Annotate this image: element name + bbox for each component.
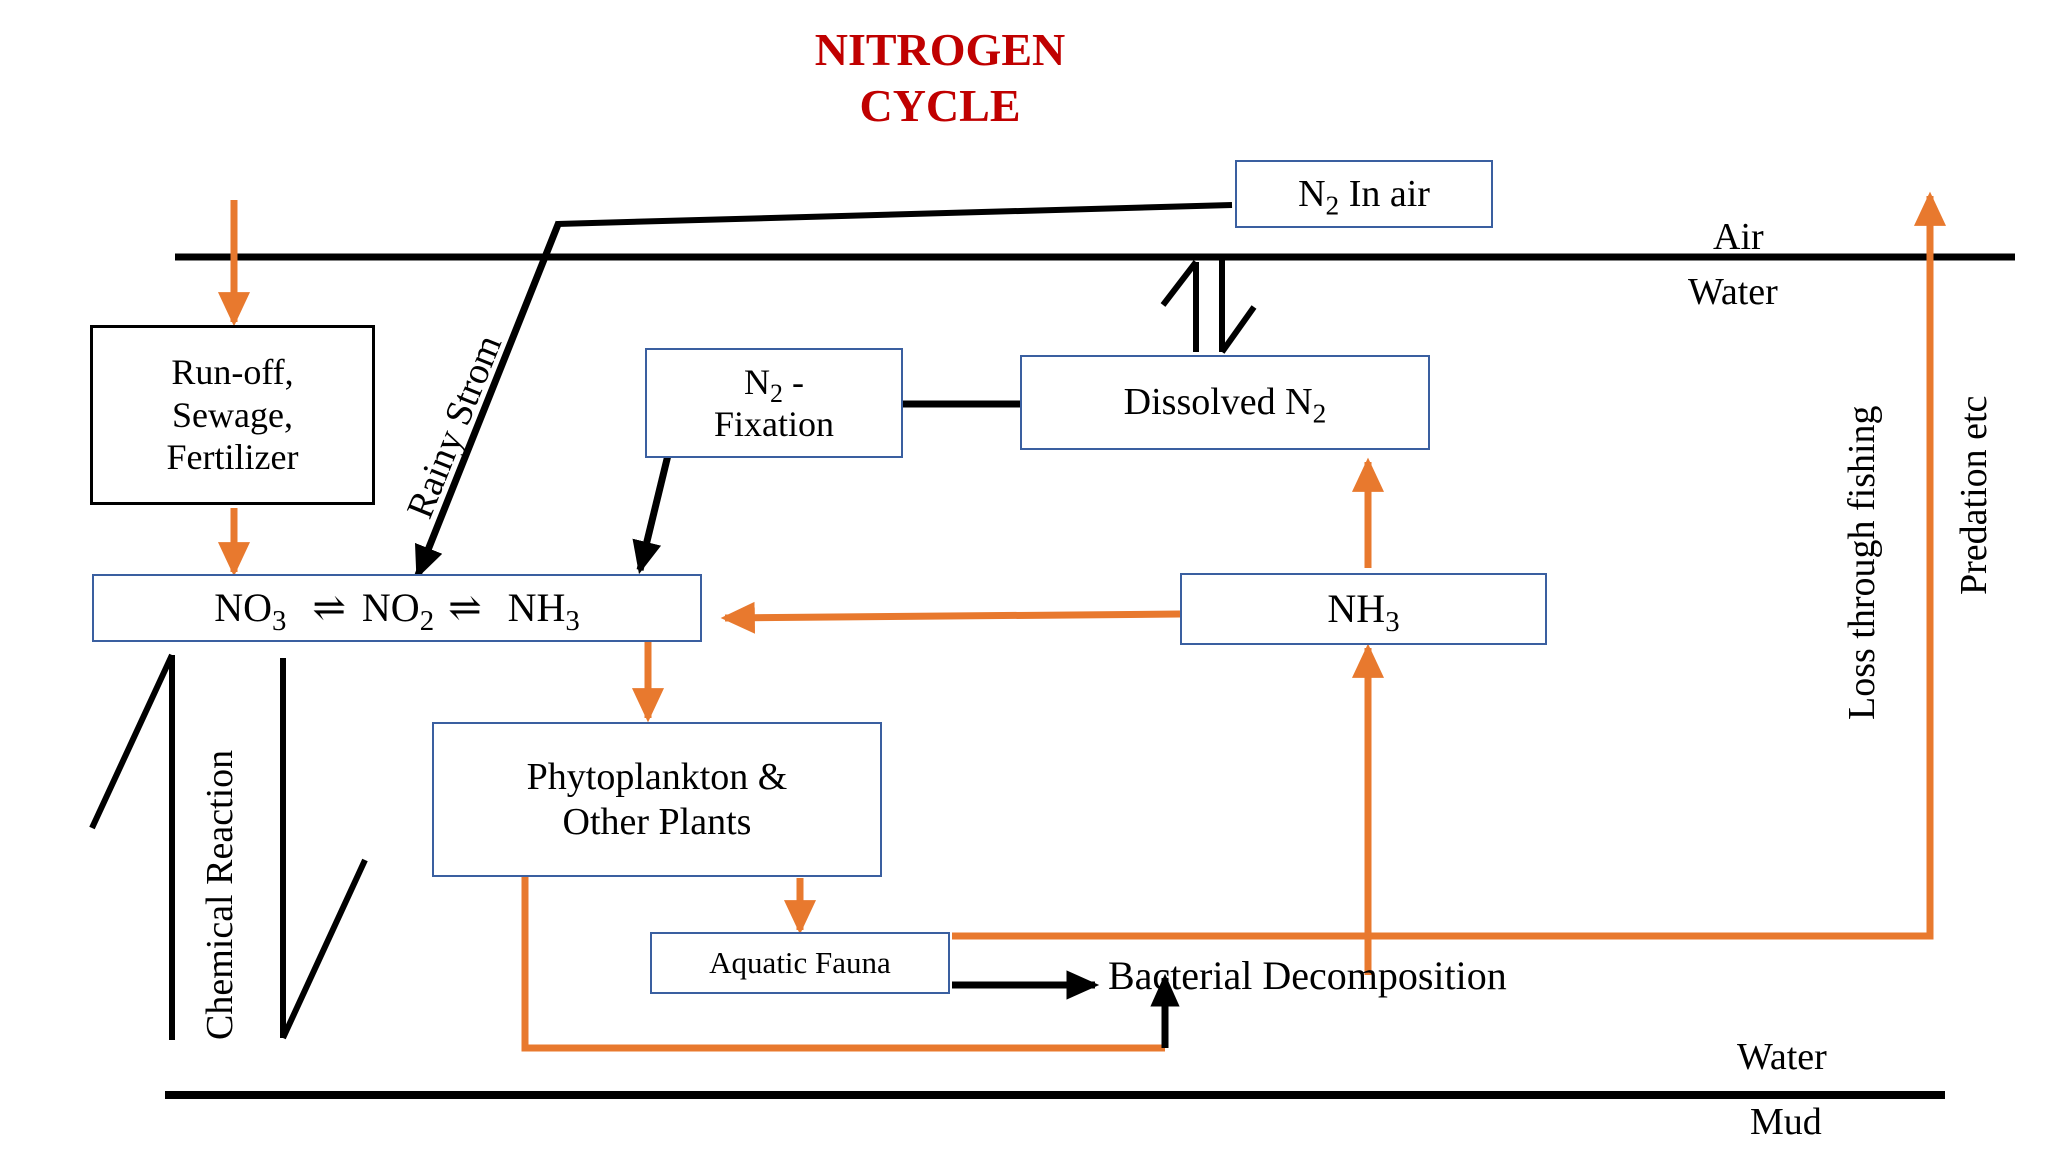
chemical-reaction-up-arrowhead [89,653,175,830]
label-loss-through-fishing-text: Loss through fishing [1841,405,1883,720]
node-runoff-line2: Sewage, [172,394,293,435]
label-predation-etc: Predation etc [1952,396,1996,595]
node-dissolved-n2[interactable]: Dissolved N2 [1020,355,1430,450]
chemical-reaction-down-arrowhead [280,858,368,1040]
n2-air-to-surface-connector [556,202,1233,227]
label-mud-text: Mud [1750,1101,1822,1143]
node-nh3-right[interactable]: NH3 [1180,573,1547,645]
node-phytoplankton-line2: Other Plants [562,800,752,843]
node-runoff-sewage-fertilizer[interactable]: Run-off, Sewage, Fertilizer [90,325,375,505]
diagram-title: NITROGEN CYCLE [640,22,1240,134]
dissolved-n2-down-arrowhead [1219,305,1257,354]
node-n2-in-air-label: N2 In air [1298,172,1430,221]
equilibrium-icon-2: ⇌ [448,585,482,631]
dissolved-n2-up-arrowhead [1160,260,1199,307]
label-rainy-storm-text: Rainy Strom [398,329,511,525]
node-n2-fixation-line2: Fixation [713,404,834,444]
node-runoff-line3: Fertilizer [166,437,299,478]
node-phytoplankton-line1: Phytoplankton & [526,755,788,798]
label-water-top: Water [1688,270,1778,314]
label-chemical-reaction: Chemical Reaction [198,750,242,1040]
diagram-title-line1: NITROGEN [814,24,1066,75]
label-water-bottom-text: Water [1737,1036,1827,1078]
node-nh3-label: NH3 [507,585,580,638]
node-bacterial-decomposition[interactable]: Bacterial Decomposition [1108,952,1507,999]
label-loss-through-fishing: Loss through fishing [1840,405,1884,720]
node-aquatic-fauna-label: Aquatic Fauna [709,944,891,980]
equilibrium-icon-1: ⇌ [312,585,346,631]
node-no2-label: NO2 [361,585,435,638]
label-predation-etc-text: Predation etc [1953,395,1995,595]
label-rainy-storm: Rainy Strom [398,329,511,525]
fixation-to-no3-arrow [632,454,672,575]
fauna-to-loss-path [952,191,1947,940]
node-n2-in-air[interactable]: N2 In air [1235,160,1493,228]
node-nh3-right-label: NH3 [1327,586,1400,639]
node-n2-fixation-line1: N2 - [744,361,804,408]
node-aquatic-fauna[interactable]: Aquatic Fauna [650,932,950,994]
label-chemical-reaction-text: Chemical Reaction [199,749,241,1040]
node-n2-fixation[interactable]: N2 - Fixation [645,348,903,458]
node-no3-label: NO3 [214,585,287,638]
node-bacterial-decomposition-label: Bacterial Decomposition [1108,953,1507,998]
node-runoff-line1: Run-off, [171,352,294,393]
nh3-to-no3-arrow [720,601,1181,634]
label-water-top-text: Water [1688,271,1778,313]
label-water-bottom: Water [1737,1035,1827,1079]
node-dissolved-n2-label: Dissolved N2 [1123,381,1327,429]
node-phytoplankton[interactable]: Phytoplankton & Other Plants [432,722,882,877]
node-no3-no2-nh3[interactable]: NO3 ⇌ NO2 ⇌ NH3 [92,574,702,642]
label-mud: Mud [1750,1100,1822,1144]
label-air-text: Air [1713,216,1764,258]
diagram-title-line2: CYCLE [859,80,1021,132]
label-air: Air [1713,215,1764,259]
